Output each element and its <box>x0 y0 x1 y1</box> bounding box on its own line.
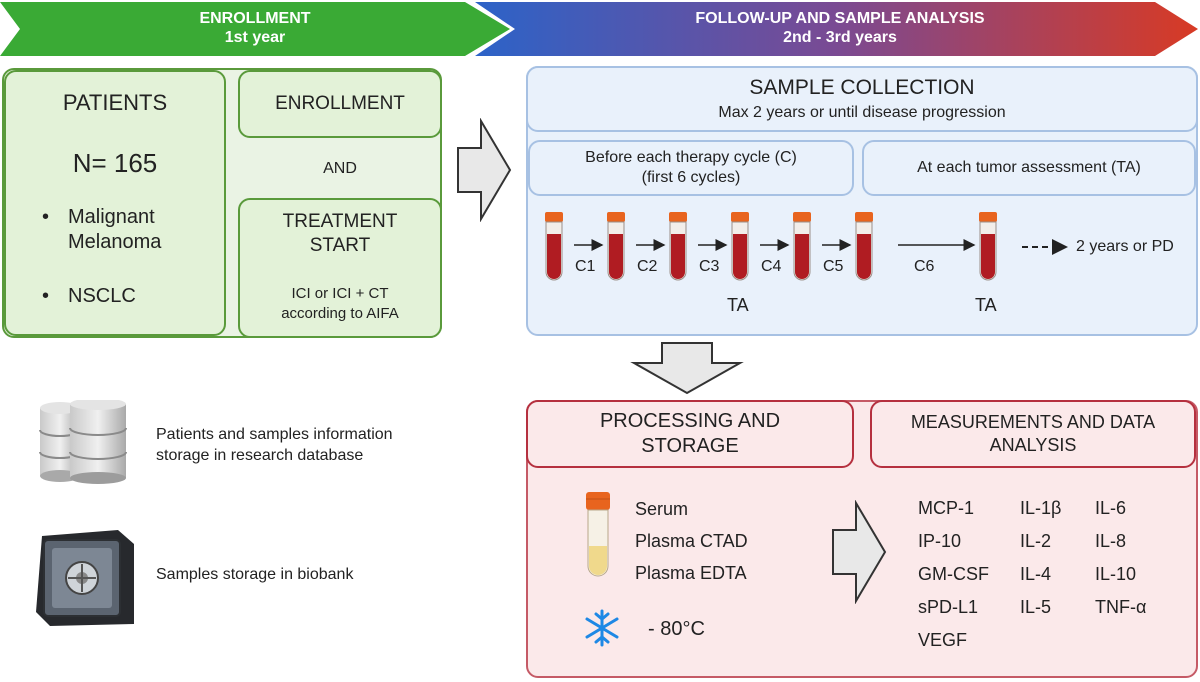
sample-collection-subtitle: Max 2 years or until disease progression <box>718 104 1006 121</box>
cycle-label: C3 <box>699 258 720 275</box>
cancer-type-melanoma: Malignant Melanoma <box>68 206 162 253</box>
cycle-label: C2 <box>637 258 658 275</box>
blood-tube-icon <box>854 211 874 281</box>
arrow-right-icon <box>457 118 512 222</box>
patients-title: PATIENTS <box>62 90 168 115</box>
enrollment-banner-label: ENROLLMENT 1st year <box>199 10 311 46</box>
cycle-label: C6 <box>914 258 935 275</box>
sample-collection-title: SAMPLE COLLECTION <box>749 76 975 99</box>
patients-count: N= 165 <box>72 148 158 178</box>
storage-temperature: - 80°C <box>648 618 705 640</box>
analyte-column-1: MCP-1 IP-10 GM-CSF sPD-L1 VEGF <box>918 492 989 657</box>
measurements-title: MEASUREMENTS AND DATA ANALYSIS <box>870 400 1196 468</box>
analyte: IL-8 <box>1095 531 1127 551</box>
analyte: GM-CSF <box>918 564 989 584</box>
cancer-type-nsclc: NSCLC <box>68 285 136 307</box>
blood-tube-icon <box>792 211 812 281</box>
analyte: IL-5 <box>1020 597 1052 617</box>
sample-types: Serum Plasma CTAD Plasma EDTA <box>635 493 748 589</box>
cycle-label: C1 <box>575 258 596 275</box>
enrollment-banner <box>0 2 510 56</box>
blood-tube-icon <box>730 211 750 281</box>
blood-tube-icon <box>668 211 688 281</box>
analyte: sPD-L1 <box>918 597 979 617</box>
bullet-dot: • <box>42 206 50 228</box>
analyte: IL-6 <box>1095 498 1127 518</box>
blood-tube-icon <box>606 211 626 281</box>
followup-banner <box>475 2 1198 56</box>
arrow-down-icon <box>630 342 744 395</box>
processing-title: PROCESSING AND STORAGE <box>526 400 854 468</box>
timeline-banners <box>0 2 1198 56</box>
cycle-label: C4 <box>761 258 782 275</box>
database-icon <box>39 400 127 484</box>
sample-type: Serum <box>635 499 689 519</box>
analyte-column-3: IL-6 IL-8 IL-10 TNF-α <box>1095 492 1146 624</box>
bullet-dot: • <box>42 285 50 307</box>
sample-type: Plasma EDTA <box>635 563 747 583</box>
before-cycle-box: Before each therapy cycle (C) (first 6 c… <box>528 140 854 196</box>
treatment-box: TREATMENT START ICI or ICI + CT accordin… <box>238 198 442 338</box>
patients-box: PATIENTS N= 165 • Malignant Melanoma • N… <box>4 70 226 336</box>
ta-label: TA <box>975 295 997 315</box>
treatment-detail: ICI or ICI + CT according to AIFA <box>281 285 399 322</box>
database-storage-label: Patients and samples information storage… <box>156 426 393 464</box>
end-label: 2 years or PD <box>1076 238 1174 255</box>
sample-type: Plasma CTAD <box>635 531 748 551</box>
blood-tube-timeline <box>544 211 1068 281</box>
sample-collection-header: SAMPLE COLLECTION Max 2 years or until d… <box>526 66 1198 132</box>
blood-tube-icon <box>586 492 610 577</box>
analyte: IP-10 <box>918 531 962 551</box>
and-label: AND <box>323 160 357 177</box>
enrollment-box: ENROLLMENT <box>238 70 442 138</box>
analyte: VEGF <box>918 630 968 650</box>
analyte: IL-10 <box>1095 564 1137 584</box>
safe-icon <box>36 530 134 626</box>
followup-banner-label: FOLLOW-UP AND SAMPLE ANALYSIS 2nd - 3rd … <box>695 10 985 46</box>
arrow-right-icon <box>832 500 887 604</box>
analyte-column-2: IL-1β IL-2 IL-4 IL-5 <box>1020 492 1061 624</box>
analyte: MCP-1 <box>918 498 975 518</box>
cycle-label: C5 <box>823 258 844 275</box>
analyte: IL-2 <box>1020 531 1052 551</box>
tumor-assessment-box: At each tumor assessment (TA) <box>862 140 1196 196</box>
biobank-storage-label: Samples storage in biobank <box>156 566 354 583</box>
snowflake-icon <box>585 609 619 647</box>
ta-label: TA <box>727 295 749 315</box>
blood-tube-icon <box>978 211 998 281</box>
analyte: TNF-α <box>1095 597 1147 617</box>
blood-tube-icon <box>544 211 564 281</box>
treatment-title: TREATMENT START <box>282 211 398 256</box>
analyte: IL-1β <box>1020 498 1062 518</box>
analyte: IL-4 <box>1020 564 1052 584</box>
